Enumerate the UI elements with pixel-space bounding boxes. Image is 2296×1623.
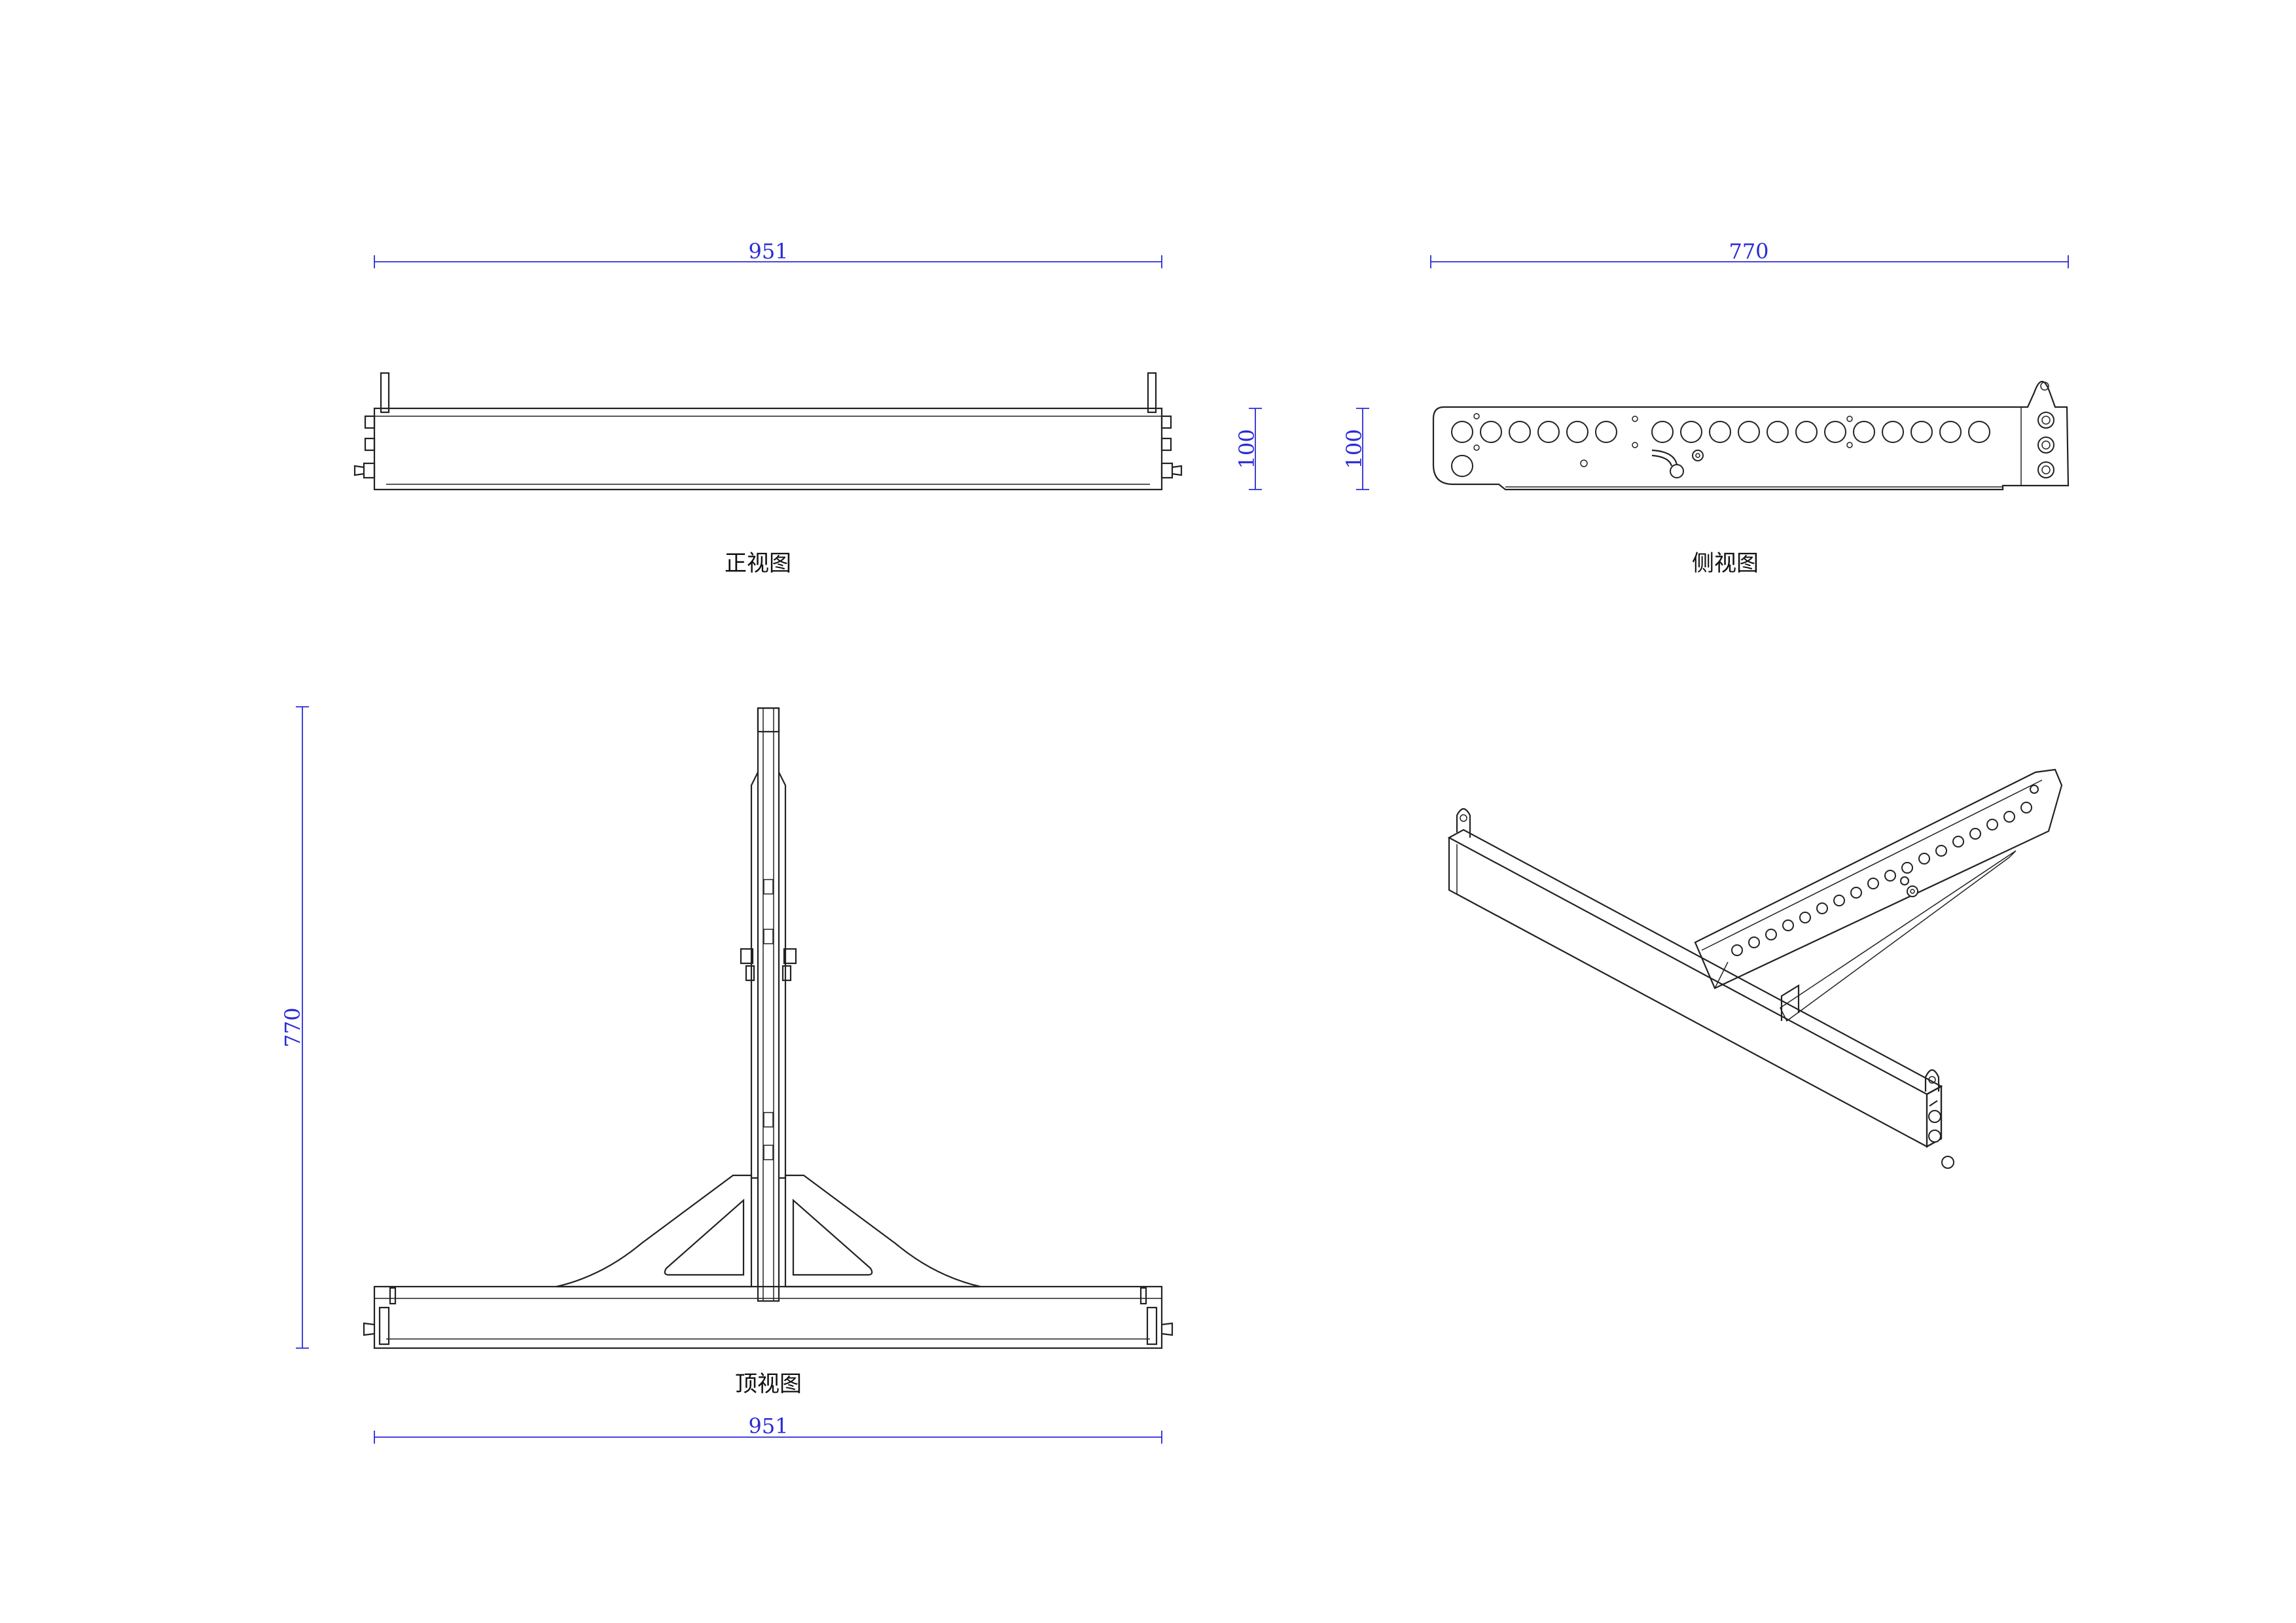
top-view-caption: 顶视图 — [735, 1371, 802, 1397]
top-width-dimension: 951 — [374, 1414, 1162, 1444]
isometric-view — [1447, 768, 2063, 1169]
front-width-dimension: 951 — [374, 239, 1162, 268]
front-height-dimension: 100 — [1234, 408, 1262, 490]
side-length-value: 770 — [1729, 239, 1768, 264]
iso-beam — [1447, 808, 1954, 1169]
top-depth-dimension: 770 — [280, 706, 309, 1349]
side-view-caption: 侧视图 — [1692, 550, 1759, 577]
front-view: 951 100 — [353, 239, 1262, 577]
front-view-caption: 正视图 — [725, 550, 791, 577]
top-view: 770 — [280, 706, 1174, 1444]
iso-arm — [1694, 768, 2063, 1022]
side-view: 770 100 — [1342, 239, 2070, 577]
front-beam — [353, 372, 1183, 491]
top-width-value: 951 — [748, 1414, 788, 1438]
side-height-value: 100 — [1342, 429, 1367, 469]
top-frame — [363, 707, 1174, 1349]
side-hole-row — [1451, 421, 1990, 443]
side-height-dimension: 100 — [1342, 408, 1369, 490]
front-width-value: 951 — [748, 239, 788, 264]
side-length-dimension: 770 — [1430, 239, 2069, 268]
top-depth-value: 770 — [280, 1007, 305, 1047]
side-arm — [1432, 380, 2070, 491]
front-height-value: 100 — [1234, 429, 1259, 469]
